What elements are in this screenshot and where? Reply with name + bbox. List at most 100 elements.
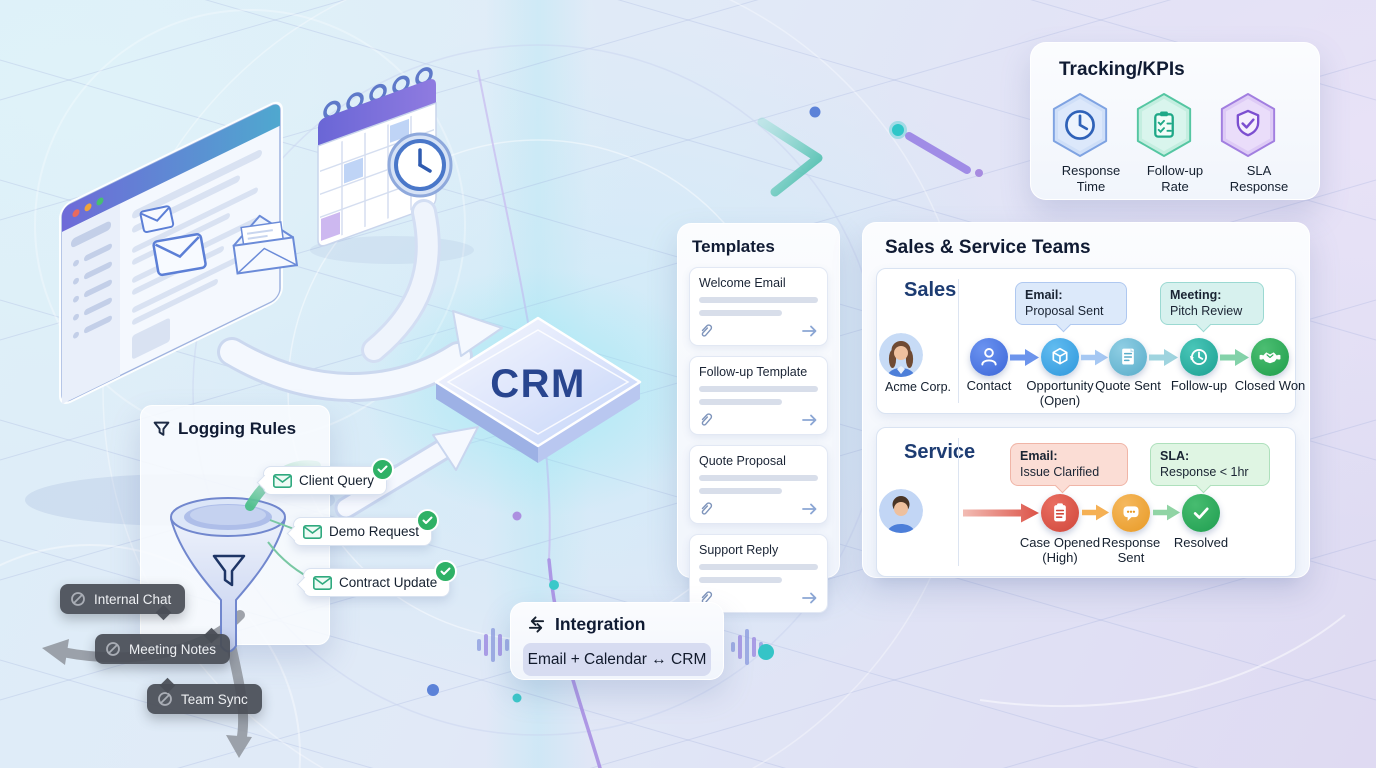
excluded-tag-internal-chat: Internal Chat xyxy=(60,584,186,614)
chevron-deco xyxy=(757,117,823,197)
flow-arrow-to-crm xyxy=(217,199,503,402)
cube-icon xyxy=(1052,347,1068,365)
no-entry-icon xyxy=(71,592,85,606)
stage-label: Contact xyxy=(966,378,1012,393)
sync-arrows-icon xyxy=(528,616,545,633)
kpi-label: Response Time xyxy=(1061,163,1121,194)
account-block: Acme Corp. xyxy=(879,333,957,394)
logged-chip-client-query: Client Query xyxy=(263,458,395,495)
paperclip-icon xyxy=(701,502,713,515)
check-badge xyxy=(371,458,395,481)
stage-contact xyxy=(970,338,1008,376)
skeleton-bar xyxy=(699,488,783,494)
sales-service-teams-panel: Sales & Service Teams Sales Acme Corp. xyxy=(862,222,1310,578)
envelope-icon xyxy=(313,575,332,590)
pipeline-arrow xyxy=(1082,504,1110,521)
stage-closed-won xyxy=(1251,338,1289,376)
stage-quote-sent xyxy=(1109,338,1147,376)
stage-response-sent xyxy=(1112,494,1150,532)
pipeline-arrow xyxy=(963,503,1039,523)
integration-panel-title: Integration xyxy=(555,614,646,634)
stage-follow-up xyxy=(1180,338,1218,376)
envelope-icon xyxy=(273,473,292,488)
clock-icon xyxy=(1052,93,1108,157)
kpi-row: Response Time Follow-up Rate SLA Respons… xyxy=(1047,91,1303,195)
pipeline-arrow xyxy=(1081,349,1109,366)
stage-label: Response Sent xyxy=(1101,535,1161,565)
crm-node: CRM xyxy=(434,316,642,463)
service-card: Service Email: Issue Clarified SLA: Resp… xyxy=(876,427,1296,577)
kpi-sla-response: SLA Response xyxy=(1217,91,1301,195)
sales-card: Sales Acme Corp. Email: Proposal Sent xyxy=(876,268,1305,414)
logged-chip-contract-update: Contract Update xyxy=(303,560,458,597)
funnel-icon xyxy=(153,421,170,436)
handshake-icon xyxy=(1259,352,1281,364)
template-card: Follow-up Template xyxy=(689,356,828,435)
envelope-icon xyxy=(303,524,322,539)
pipeline-arrow xyxy=(1149,349,1178,366)
excluded-tag-meeting-notes: Meeting Notes xyxy=(95,634,231,664)
logging-panel-title: Logging Rules xyxy=(178,419,297,438)
stage-label: Closed Won xyxy=(1234,378,1306,393)
template-card: Quote Proposal xyxy=(689,445,828,524)
templates-panel-title: Templates xyxy=(692,237,775,256)
teams-panel-title: Sales & Service Teams xyxy=(885,237,1091,258)
skeleton-bar xyxy=(699,475,818,481)
divider xyxy=(958,279,959,403)
kpi-label: Follow-up Rate xyxy=(1146,163,1204,194)
callout-email-issue-clarified: Email: Issue Clarified xyxy=(1010,443,1128,486)
skeleton-bar xyxy=(699,310,783,316)
skeleton-bar xyxy=(699,386,818,392)
tracking-kpis-panel: Tracking/KPIs Response Time Follow-up Ra… xyxy=(1030,42,1320,200)
skeleton-bar xyxy=(699,297,818,303)
template-card-title: Quote Proposal xyxy=(699,454,786,468)
template-card-title: Follow-up Template xyxy=(699,365,808,379)
wave-bars xyxy=(477,628,763,665)
service-heading: Service xyxy=(904,441,976,463)
paperclip-icon xyxy=(701,413,713,426)
tracking-panel-title: Tracking/KPIs xyxy=(1059,59,1185,80)
document-icon xyxy=(1122,348,1134,365)
account-name: Acme Corp. xyxy=(885,380,951,394)
person-icon xyxy=(981,348,997,366)
kpi-follow-up-rate: Follow-up Rate xyxy=(1133,91,1217,195)
pipeline-arrow xyxy=(1010,349,1039,366)
check-icon xyxy=(1193,507,1209,519)
stage-label: Quote Sent xyxy=(1095,378,1161,393)
stage-label: Resolved xyxy=(1173,535,1229,550)
integration-mapping: Email + Calendar ↔ CRM xyxy=(523,643,711,676)
avatar xyxy=(879,333,923,377)
arrow-right-icon[interactable] xyxy=(801,324,818,338)
chat-bubble-icon xyxy=(1123,506,1139,521)
account-block xyxy=(879,489,957,533)
case-document-icon xyxy=(1054,503,1066,522)
stage-case-opened xyxy=(1041,494,1079,532)
templates-panel: Templates Welcome Email Follow-up Templa… xyxy=(677,223,840,613)
history-clock-icon xyxy=(1189,349,1207,365)
arrow-right-icon[interactable] xyxy=(801,502,818,516)
template-card: Support Reply xyxy=(689,534,828,613)
stage-label: Follow-up xyxy=(1170,378,1228,393)
email-client-illustration xyxy=(59,101,299,404)
template-card-title: Support Reply xyxy=(699,543,779,557)
stage-opportunity xyxy=(1041,338,1079,376)
pipeline-arrow xyxy=(1153,504,1181,521)
stage-resolved xyxy=(1182,494,1220,532)
envelope-icon xyxy=(139,205,299,277)
check-badge xyxy=(434,560,458,583)
sales-heading: Sales xyxy=(904,279,957,301)
template-card-title: Welcome Email xyxy=(699,276,786,290)
skeleton-bar xyxy=(699,399,783,405)
arrow-right-icon[interactable] xyxy=(801,591,818,605)
kpi-label: SLA Response xyxy=(1229,163,1289,194)
paperclip-icon xyxy=(701,324,713,337)
skeleton-bar xyxy=(699,577,783,583)
stage-label: Opportunity (Open) xyxy=(1026,378,1094,408)
check-badge xyxy=(416,509,440,532)
skeleton-bar xyxy=(699,564,818,570)
integration-panel: Integration Email + Calendar ↔ CRM xyxy=(510,602,724,680)
no-entry-icon xyxy=(106,642,120,656)
avatar xyxy=(879,489,923,533)
arrow-right-icon[interactable] xyxy=(801,413,818,427)
